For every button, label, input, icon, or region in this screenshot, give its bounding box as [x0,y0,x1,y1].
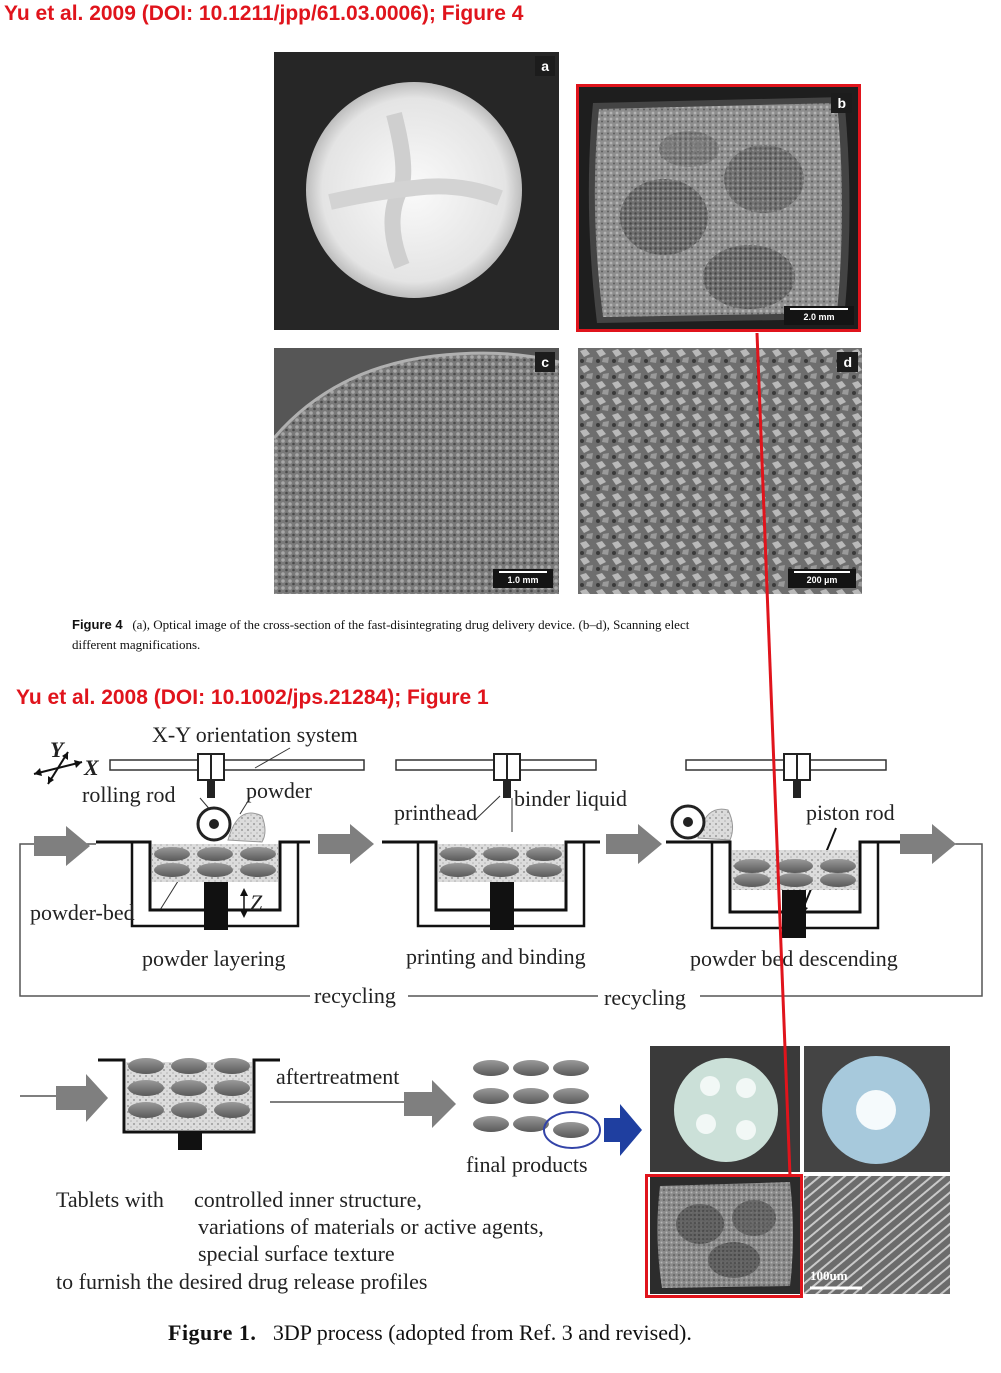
bullet-variations-materials: variations of materials or active agents… [198,1214,544,1239]
axis-x-label: X [84,755,99,780]
sem-tablet-edge-image [274,348,559,594]
xy-rail-1 [109,759,365,771]
figure1-caption: Figure 1. 3DP process (adopted from Ref.… [168,1320,692,1346]
scalebar-b-label: 2.0 mm [803,312,835,322]
figure4-panel-c: c 1.0 mm [274,348,559,594]
scalebar-c-label: 1.0 mm [507,575,539,585]
tablets-with-label: Tablets with [56,1187,164,1212]
rolling-rod-2 [670,804,734,841]
axis-y-label: Y [50,737,64,762]
xy-orientation-system-label: X-Y orientation system [152,722,358,747]
scalebar-100um-label: 100um [810,1268,848,1283]
aftertreatment-label: aftertreatment [276,1064,400,1089]
figure4-caption: Figure 4 (a), Optical image of the cross… [72,615,892,655]
binder-liquid-label: binder liquid [514,786,628,811]
figure4-caption-line2: different magnifications. [72,637,201,652]
rolling-rod-1 [196,806,266,843]
panel-label-b: b [831,93,852,113]
powder-bed-label: powder-bed [30,900,135,925]
printhead-label: printhead [394,800,478,825]
final-tablets-stack [473,1060,601,1149]
panel-label-d: d [837,352,858,372]
scalebar-b: 2.0 mm [784,306,854,325]
scalebar-c: 1.0 mm [493,569,553,588]
step-powder-layering: powder layering [142,946,286,971]
optical-tablet-image [306,82,522,298]
figure4-panel-a: a [274,52,559,330]
powder-label: powder [246,778,312,803]
piston-rod-label: piston rod [806,800,895,825]
figure4-caption-label: Figure 4 [72,617,123,632]
step-powder-bed-descending: powder bed descending [690,946,898,971]
final-products-label: final products [466,1152,588,1177]
powder-bed-3 [666,840,900,938]
process-arrow-3 [606,824,662,864]
process-arrow-5 [56,1074,108,1122]
highlight-box-product [645,1174,803,1298]
panel-label-a: a [535,56,555,76]
3dp-process-diagram [19,747,983,1156]
process-arrow-1 [34,826,90,866]
final-bed [98,1058,280,1150]
bullet-special-surface-texture: special surface texture [198,1241,395,1266]
recycling-label-2: recycling [604,985,686,1010]
step-printing-and-binding: printing and binding [406,944,586,969]
figure4-panel-b: b 2.0 mm [576,84,861,332]
figure1-caption-label: Figure 1. [168,1320,257,1345]
scalebar-d-label: 200 µm [806,575,838,585]
figure4-caption-line1: (a), Optical image of the cross-section … [132,617,690,632]
header-2008-citation: Yu et al. 2008 (DOI: 10.1002/jps.21284);… [16,686,489,709]
process-arrow-4 [900,824,956,864]
powder-bed-2 [382,840,600,930]
process-arrow-2 [318,824,374,864]
sem-tablet-overview-image [588,97,850,323]
xy-axis-symbol [33,751,83,785]
figure4-panel-d: d 200 µm [578,348,862,594]
blue-arrow [604,1104,642,1156]
printhead-1 [197,753,225,798]
bullet-drug-release-profiles: to furnish the desired drug release prof… [56,1269,428,1294]
bullet-controlled-inner-structure: controlled inner structure, [194,1187,422,1212]
powder-bed-1 [96,840,310,930]
scalebar-d: 200 µm [788,569,856,588]
rolling-rod-label: rolling rod [82,782,176,807]
header-2009-citation: Yu et al. 2009 (DOI: 10.1211/jpp/61.03.0… [4,2,524,25]
panel-label-c: c [535,352,555,372]
z-axis-label: Z [250,890,263,915]
process-arrow-6 [404,1080,456,1128]
printhead-2 [493,753,521,798]
recycling-label-1: recycling [314,983,396,1008]
printhead-3 [783,753,811,798]
figure1-caption-text: 3DP process (adopted from Ref. 3 and rev… [272,1320,692,1345]
sem-particles-closeup-image [578,348,862,594]
